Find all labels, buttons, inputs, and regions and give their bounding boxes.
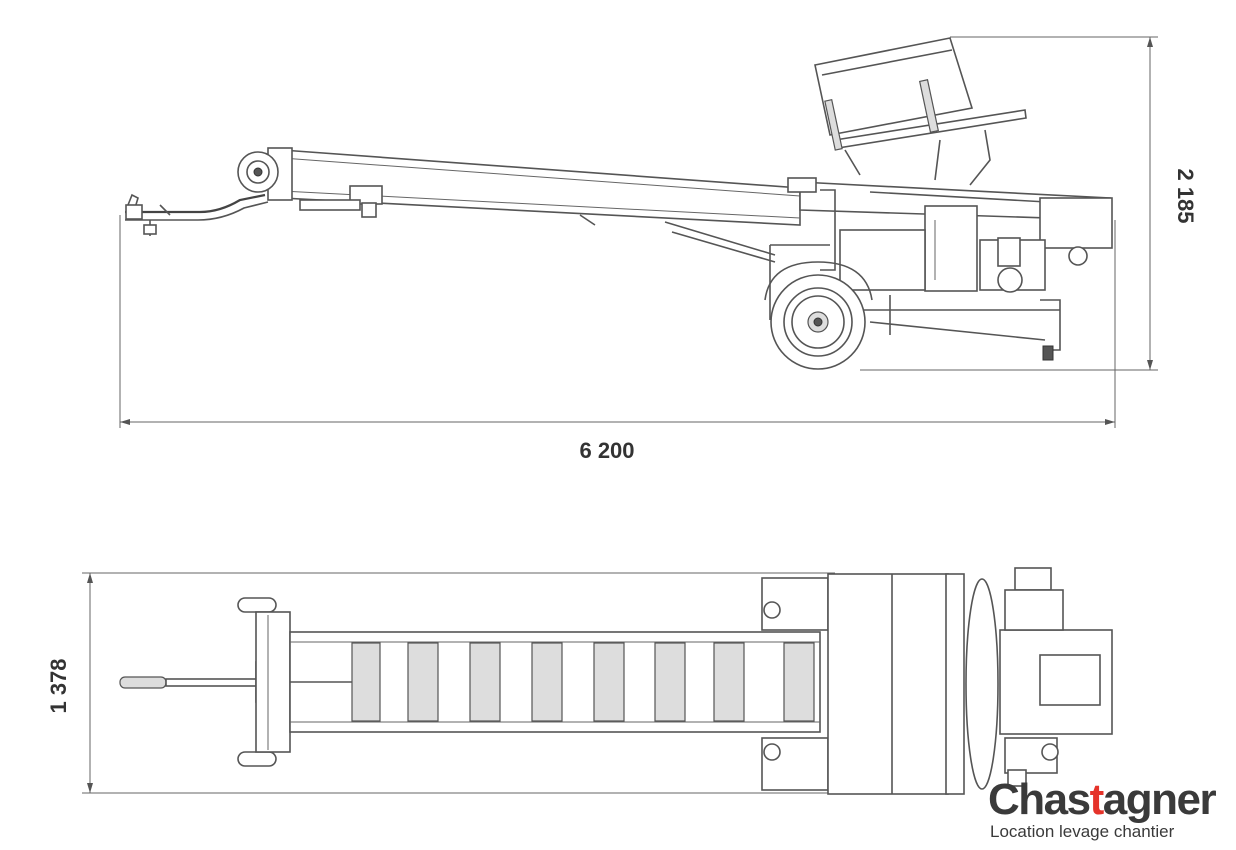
tail-roller xyxy=(1068,246,1088,266)
top-motor xyxy=(1039,654,1101,706)
top-head-wheel-lower xyxy=(237,751,277,767)
frame-post xyxy=(820,189,836,271)
boom-clamp xyxy=(299,199,361,211)
arrow-left xyxy=(120,419,130,425)
arrow-right xyxy=(1105,419,1115,425)
hopper-supports xyxy=(844,129,991,186)
drawbar-lower xyxy=(125,201,269,221)
mudguard xyxy=(764,261,873,301)
logo-name-suffix: agner xyxy=(1102,775,1217,824)
boom-clamp-end xyxy=(361,202,377,218)
head-pulley-axle xyxy=(253,167,263,177)
top-hopper xyxy=(827,573,949,795)
top-wheel-hub-upper xyxy=(763,601,781,619)
rear-stand-foot xyxy=(1042,345,1054,361)
top-wheel-upper xyxy=(761,577,829,631)
hopper-rib-left xyxy=(824,99,843,151)
logo-name: Chastagner xyxy=(988,775,1217,824)
engine-block xyxy=(839,229,926,291)
top-hopper-rim xyxy=(945,573,965,795)
top-drawbar xyxy=(165,678,267,687)
deck-clamp xyxy=(787,177,817,193)
belt-cleat xyxy=(593,642,625,722)
hopper-rim xyxy=(821,49,953,76)
top-hitch-grip xyxy=(119,676,167,689)
hitch-chain xyxy=(159,204,171,216)
arrow-width-top xyxy=(87,573,93,583)
chastagner-logo: Chastagner Location levage chantier xyxy=(988,776,1224,842)
top-gear-wheel xyxy=(1041,743,1059,761)
top-view: 1 378 xyxy=(46,567,1113,795)
side-view: 6 200 2 185 xyxy=(119,36,1198,463)
belt-cleat xyxy=(351,642,381,722)
arrow-bottom xyxy=(1147,360,1153,370)
width-label: 1 378 xyxy=(46,658,71,713)
jockey-foot xyxy=(143,224,157,235)
belt-cleat xyxy=(654,642,686,722)
hitch-coupling xyxy=(125,204,143,220)
top-gear-lever xyxy=(1007,769,1027,787)
belt-cleat xyxy=(531,642,563,722)
belt-cleat xyxy=(783,642,815,722)
boom-tick xyxy=(579,214,596,226)
chassis-frame xyxy=(860,295,1060,341)
belt-cleat xyxy=(469,642,501,722)
height-label: 2 185 xyxy=(1173,168,1198,223)
drawbar xyxy=(125,193,266,214)
arrow-width-bottom xyxy=(87,783,93,793)
gear-cover xyxy=(997,237,1021,267)
hopper-rib xyxy=(918,79,940,133)
support-strut xyxy=(664,221,776,263)
tail-frame xyxy=(1039,197,1113,249)
gear-wheel xyxy=(997,267,1023,293)
belt-cleat xyxy=(407,642,439,722)
top-head-frame xyxy=(255,611,291,753)
motor-box xyxy=(924,205,978,292)
belt-cleat xyxy=(713,642,745,722)
arrow-top xyxy=(1147,37,1153,47)
top-wheel-hub-lower xyxy=(763,743,781,761)
logo-tagline: Location levage chantier xyxy=(990,822,1175,841)
top-engine-cap xyxy=(1014,567,1052,591)
wheel-axle xyxy=(813,317,823,327)
rear-stand xyxy=(1040,299,1061,351)
top-engine xyxy=(1004,589,1064,631)
top-drive-ring xyxy=(965,578,999,790)
logo-name-accent: t xyxy=(1089,775,1105,824)
belt-cleats xyxy=(351,642,815,722)
top-head-wheel-upper xyxy=(237,597,277,613)
boom-rail-upper xyxy=(281,157,801,197)
logo-name-prefix: Chas xyxy=(988,775,1091,824)
length-label: 6 200 xyxy=(579,438,634,463)
hopper xyxy=(814,37,974,136)
